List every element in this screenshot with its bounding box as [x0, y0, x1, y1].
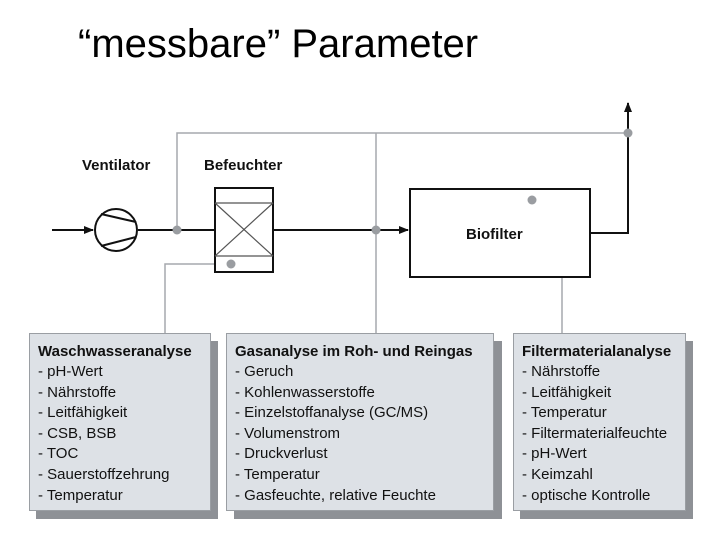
list-item: - CSB, BSB [38, 424, 117, 442]
list-item: - Volumenstrom [235, 424, 341, 442]
panel-gasanalyse: Gasanalyse im Roh- und Reingas - Geruch … [226, 333, 494, 511]
panel-waschwasseranalyse: Waschwasseranalyse - pH-Wert - Nährstoff… [29, 333, 211, 511]
list-item: - Leitfähigkeit [38, 404, 128, 422]
list-item: - Sauerstoffzehrung [38, 465, 170, 483]
list-item: - Einzelstoffanalyse (GC/MS) [235, 404, 429, 422]
list-item: - pH-Wert [38, 363, 103, 380]
list-item: - Nährstoffe [522, 363, 601, 380]
humidifier-icon [214, 187, 274, 273]
list-item: - Temperatur [38, 486, 123, 504]
list-item: - Keimzahl [522, 465, 593, 483]
list-item: - Gasfeuchte, relative Feuchte [235, 486, 436, 504]
outlet-line [590, 102, 632, 234]
panel-filtermaterialanalyse: Filtermaterialanalyse - Nährstoffe - Lei… [513, 333, 686, 511]
sample-points [172, 128, 633, 269]
list-item: - optische Kontrolle [522, 486, 651, 504]
sample-point-pre-biofilter [371, 225, 381, 235]
list-item: - Kohlenwasserstoffe [235, 383, 375, 401]
sample-line-rawgas-top [176, 132, 628, 230]
befeuchter-label: Befeuchter [204, 157, 283, 174]
list-item: - Nährstoffe [38, 383, 117, 401]
sample-point-washwater [226, 259, 236, 269]
ventilator-label: Ventilator [82, 157, 151, 174]
list-item: - Druckverlust [235, 445, 328, 463]
list-item: - Geruch [235, 363, 294, 380]
biofilter-label: Biofilter [466, 226, 523, 243]
sample-point-rawgas [172, 225, 182, 235]
list-item: - Filtermaterialfeuchte [522, 424, 668, 442]
sample-line-washwater [164, 263, 231, 333]
list-item: - Temperatur [522, 404, 607, 422]
sample-point-cleangas [623, 128, 633, 138]
panel-heading: Waschwasseranalyse [38, 343, 192, 360]
biofilter-box [409, 188, 591, 278]
sample-point-filtermaterial [527, 195, 537, 205]
panel-heading: Gasanalyse im Roh- und Reingas [235, 343, 473, 360]
fan-icon [94, 208, 138, 252]
list-item: - pH-Wert [522, 445, 587, 463]
page-title: “messbare” Parameter [78, 22, 479, 66]
list-item: - Leitfähigkeit [522, 383, 612, 401]
panel-heading: Filtermaterialanalyse [522, 343, 672, 360]
list-item: - Temperatur [235, 465, 320, 483]
list-item: - TOC [38, 445, 79, 463]
